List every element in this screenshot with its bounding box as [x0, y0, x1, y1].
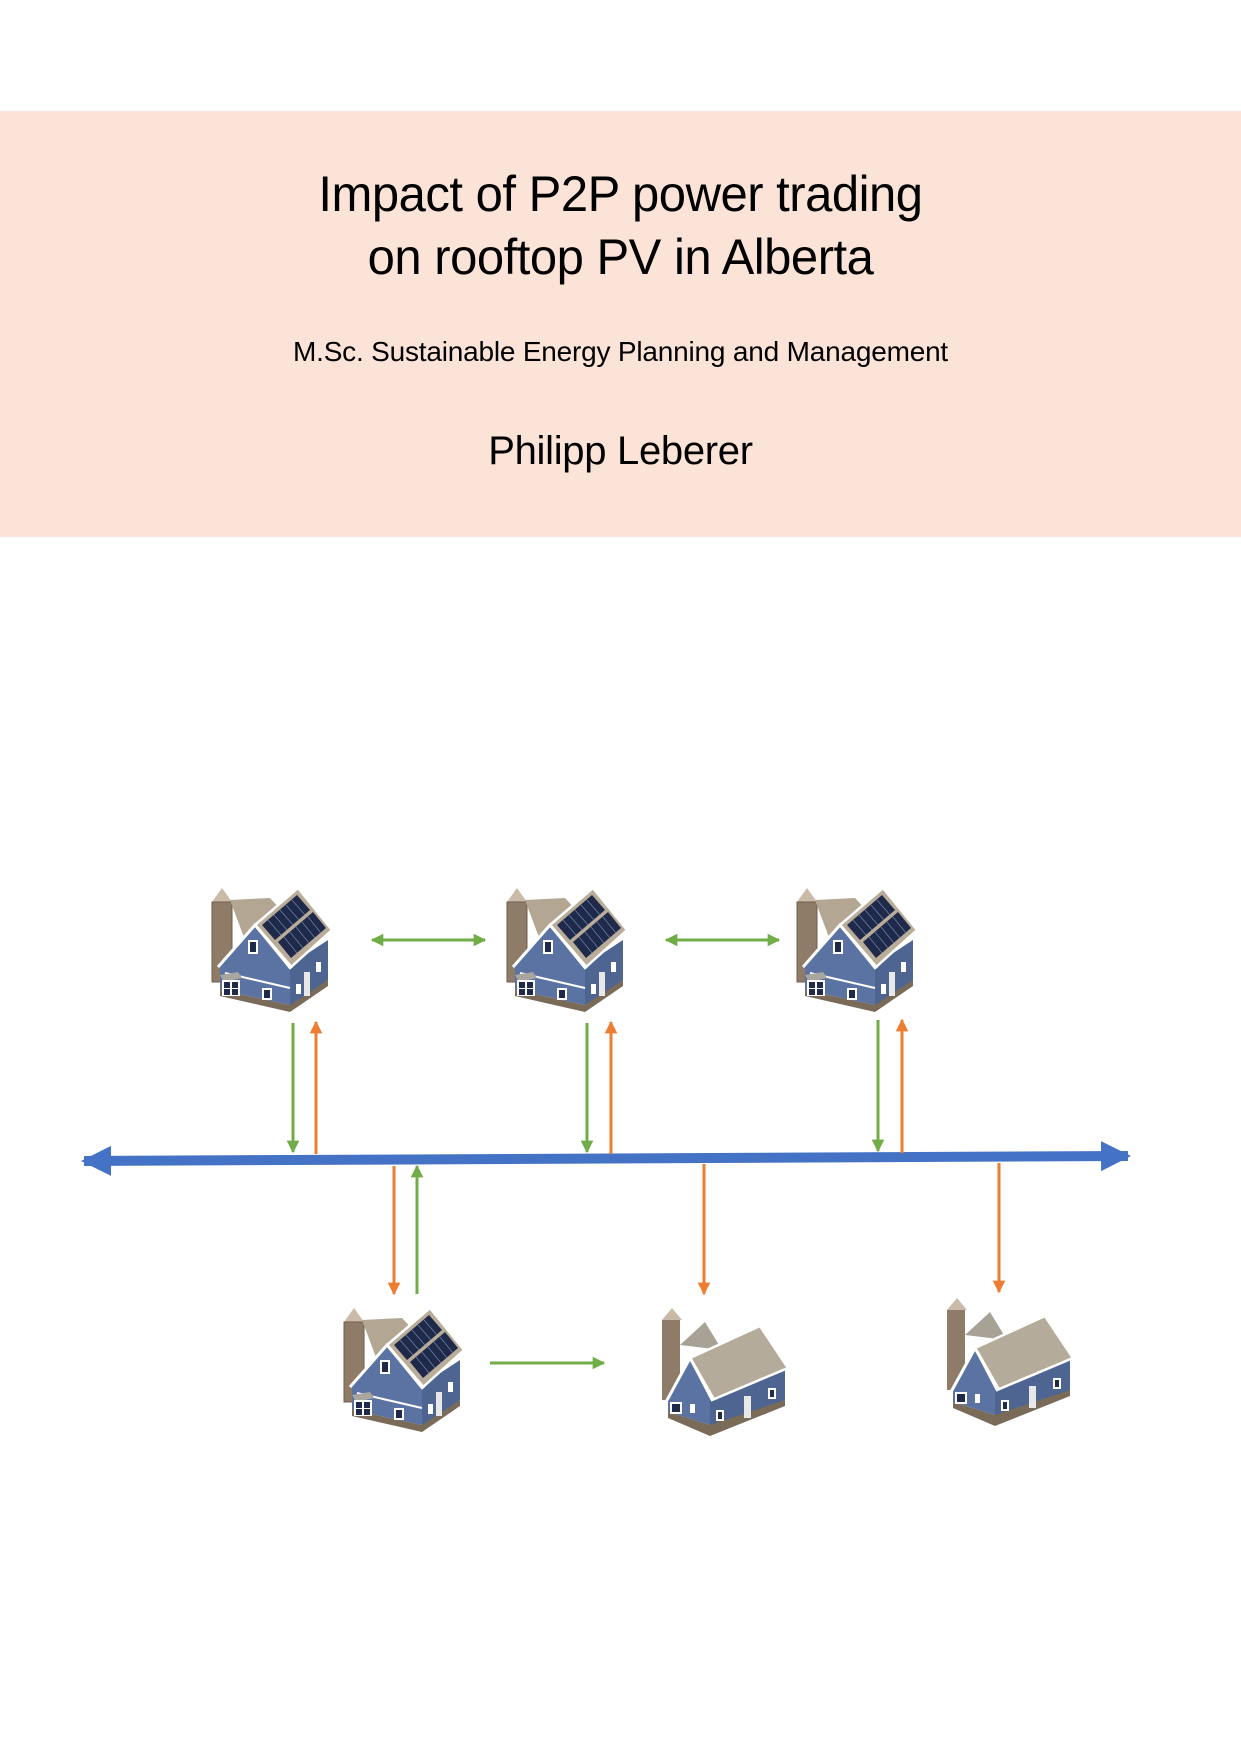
house-bottom-2-icon — [660, 1306, 790, 1438]
title-line-2: on rooftop PV in Alberta — [367, 229, 874, 285]
author-name: Philipp Leberer — [488, 429, 753, 473]
house-bottom-1-icon — [342, 1306, 466, 1434]
grid-line-arrow — [81, 1141, 1131, 1176]
house-top-2-icon — [505, 886, 629, 1014]
house-bottom-3-icon — [945, 1296, 1075, 1428]
degree-subtitle: M.Sc. Sustainable Energy Planning and Ma… — [292, 336, 949, 367]
house-top-3-icon — [795, 886, 919, 1014]
document-title: Impact of P2P power trading on rooftop P… — [12, 163, 1228, 289]
house-top-1-icon — [210, 886, 334, 1014]
title-line-1: Impact of P2P power trading — [318, 166, 923, 222]
title-band: Impact of P2P power trading on rooftop P… — [0, 111, 1241, 537]
